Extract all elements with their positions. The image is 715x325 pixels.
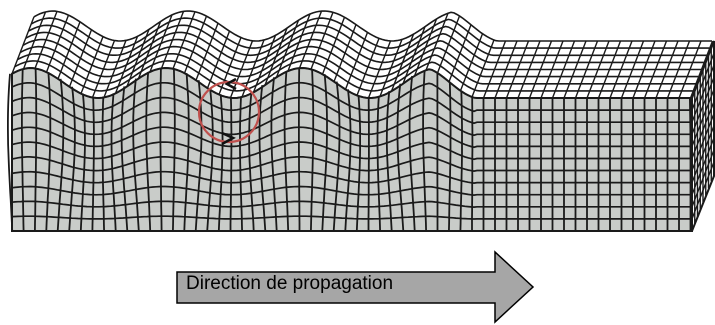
deformed-ground-block [7, 10, 715, 232]
propagation-direction-label: Direction de propagation [186, 273, 394, 294]
orbit-arrowhead-bottom [221, 131, 236, 146]
orbit-icon [197, 77, 261, 146]
right-face-grid [691, 48, 715, 224]
top-surface-grid [11, 10, 714, 99]
front-face-grid [7, 68, 692, 232]
orbit-arrowhead-top [224, 77, 237, 91]
propagation-arrow-icon [176, 250, 535, 324]
